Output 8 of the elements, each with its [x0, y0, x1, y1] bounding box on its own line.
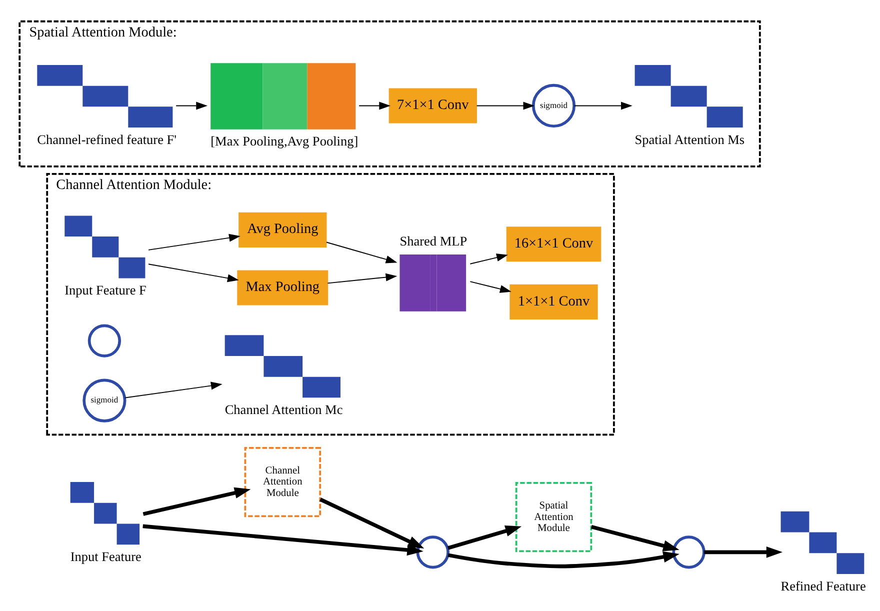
- node-label: Channel Attention Mc: [224, 402, 343, 417]
- node-label: Spatial Attention Ms: [634, 132, 745, 147]
- node-label: Shared MLP: [400, 233, 468, 248]
- node-label: Channel-refined feature F': [37, 132, 177, 147]
- node-label: [Max Pooling,Avg Pooling]: [210, 134, 358, 149]
- node-label: Input Feature: [70, 548, 142, 564]
- node-label: Input Feature F: [64, 282, 146, 298]
- node-label: Refined Feature: [780, 578, 866, 594]
